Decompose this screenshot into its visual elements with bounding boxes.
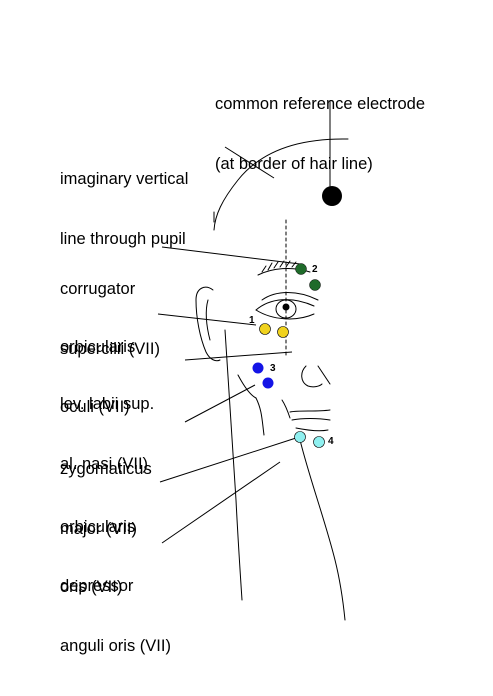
nose bbox=[301, 365, 323, 388]
electrode-number-4: 4 bbox=[328, 436, 334, 447]
orbicularis-oris-electrode-1 bbox=[294, 431, 306, 443]
label-line: al. nasi (VII) bbox=[60, 455, 149, 473]
label-line: oculi (VII) bbox=[60, 398, 130, 416]
label-line: line through pupil bbox=[60, 230, 186, 248]
leader-zygomaticus bbox=[184, 384, 256, 423]
eye-lower bbox=[255, 309, 315, 320]
jaw-line bbox=[224, 329, 243, 601]
leader-orbicularis-oculi bbox=[157, 313, 257, 326]
label-line: lev. labii sup. bbox=[60, 395, 155, 413]
label-line: (at border of hair line) bbox=[215, 155, 373, 173]
leader-levator bbox=[184, 351, 293, 361]
levator-electrode-2 bbox=[262, 377, 274, 389]
electrode-number-2: 2 bbox=[312, 264, 318, 275]
levator-electrode-1 bbox=[252, 362, 264, 374]
head-outline bbox=[213, 138, 349, 231]
label-line: depressor bbox=[60, 577, 134, 595]
label-reference-electrode: common reference electrode (at border of… bbox=[215, 54, 425, 214]
corrugator-electrode-2 bbox=[309, 279, 321, 291]
label-orbicularis-oculi: orbicularis oculi (VII) bbox=[60, 297, 135, 457]
face-electrode-diagram: 1 2 3 4 common reference electrode (at b… bbox=[60, 54, 425, 655]
electrode-number-3: 3 bbox=[270, 363, 276, 374]
label-line: supercilii (VII) bbox=[60, 340, 160, 358]
leader-depressor bbox=[161, 461, 281, 544]
label-depressor: depressor anguli oris (VII) bbox=[60, 536, 171, 696]
orbicularis-oculi-electrode-2 bbox=[277, 326, 289, 338]
orbicularis-oris-electrode-2 bbox=[313, 436, 325, 448]
leader-corrugator bbox=[161, 246, 301, 265]
label-zygomaticus: zygomaticus major (VII) bbox=[60, 419, 152, 579]
eye-upper bbox=[255, 299, 315, 311]
label-orbicularis-oris: orbicularis oris (VII) bbox=[60, 477, 135, 637]
reference-electrode bbox=[322, 186, 342, 206]
label-line: oris (VII) bbox=[60, 578, 123, 596]
label-corrugator: corrugator supercilii (VII) bbox=[60, 239, 160, 399]
label-line: common reference electrode bbox=[215, 95, 426, 113]
face-drawing: 1 2 3 4 bbox=[157, 100, 349, 621]
label-pupil-line: imaginary vertical line through pupil bbox=[60, 129, 188, 289]
ear bbox=[195, 286, 221, 362]
electrode-number-1: 1 bbox=[249, 315, 255, 326]
label-line: major (VII) bbox=[60, 520, 138, 538]
label-line: zygomaticus bbox=[60, 460, 152, 478]
label-line: orbicularis bbox=[60, 338, 136, 356]
label-line: anguli oris (VII) bbox=[60, 637, 171, 655]
corrugator-electrode-1 bbox=[295, 263, 307, 275]
leader-pupil-line bbox=[224, 146, 275, 179]
orbicularis-oculi-electrode-1 bbox=[259, 323, 271, 335]
label-line: corrugator bbox=[60, 280, 136, 298]
mouth bbox=[289, 409, 331, 413]
label-line: imaginary vertical bbox=[60, 170, 189, 188]
label-levator: lev. labii sup. al. nasi (VII) bbox=[60, 354, 154, 514]
label-line: orbicularis bbox=[60, 518, 136, 536]
leader-orbicularis-oris bbox=[159, 437, 297, 483]
